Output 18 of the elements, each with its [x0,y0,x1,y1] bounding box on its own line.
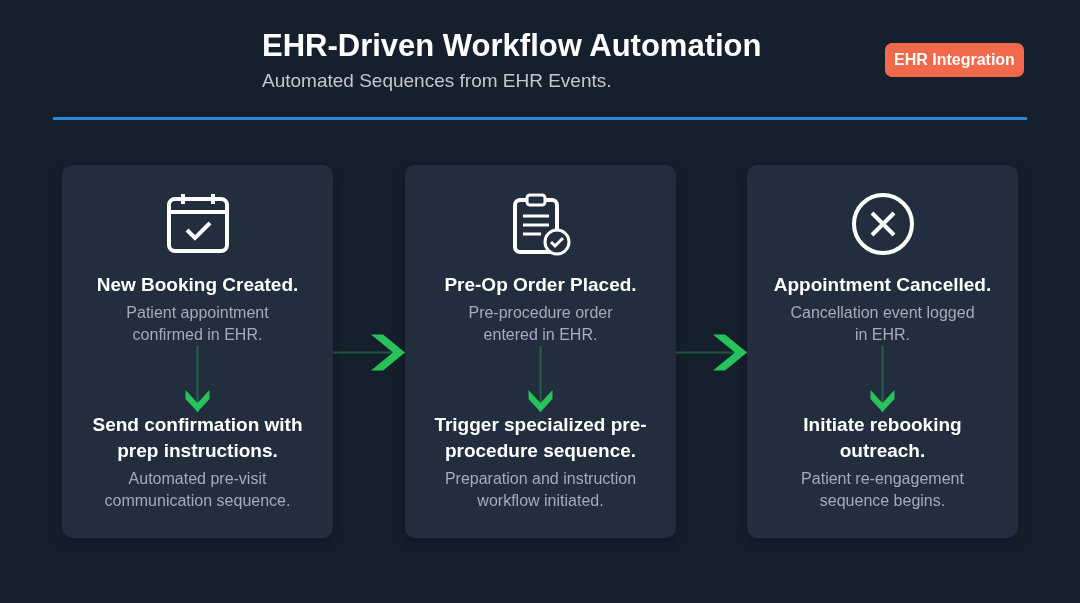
card-background [405,165,676,538]
step-heading: Send confirmation with prep instructions. [91,413,304,463]
step-description: Preparation and instruction workflow initiated. [443,469,638,511]
step-heading: Initiate rebooking outreach. [802,413,963,463]
subtitle: Automated Sequences from EHR Events. [262,70,612,92]
step-description: Automated pre-visit communication sequence. [103,469,292,511]
step-heading: New Booking Created. [95,273,300,297]
step-description: Pre-procedure order entered in EHR. [467,303,614,345]
step-description: Patient re-engagement sequence begins. [800,469,965,511]
tag: EHR Integration [885,43,1024,77]
step-heading: Trigger specialized pre-procedure sequence. [433,413,648,463]
card-background [747,165,1018,538]
step-description: Patient appointment confirmed in EHR. [125,303,270,345]
card-background [62,165,333,538]
title: EHR-Driven Workflow Automation [262,28,762,64]
step-heading: Appointment Cancelled. [772,273,993,297]
step-description: Cancellation event logged in EHR. [789,303,976,345]
step-heading: Pre-Op Order Placed. [443,273,638,297]
